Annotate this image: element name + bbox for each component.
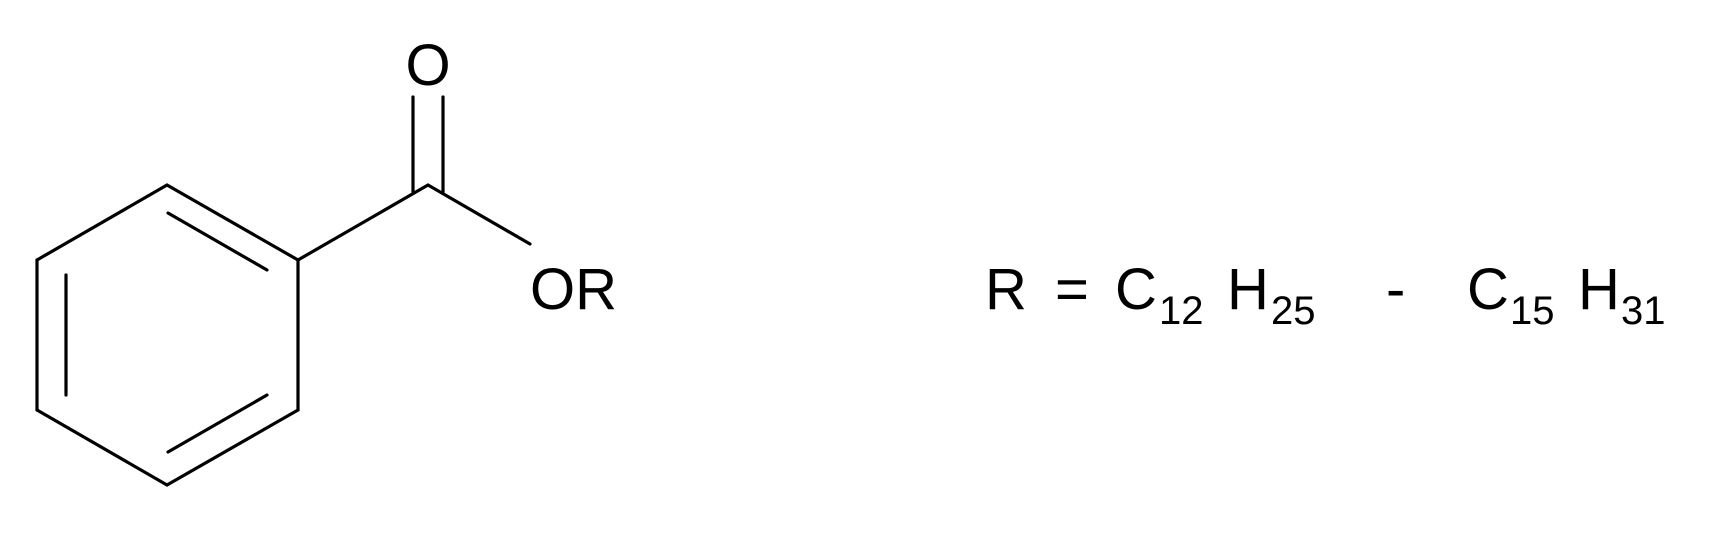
r-label: R [985, 257, 1027, 322]
ring-bond-top-left [35, 183, 169, 262]
second-formula-hydrogen-subscript: 31 [1621, 289, 1666, 333]
first-formula-carbon-subscript: 12 [1159, 289, 1204, 333]
second-formula-carbon: C [1467, 257, 1509, 322]
carbonyl-oxygen-label: O [405, 33, 450, 98]
second-formula-carbon-subscript: 15 [1510, 289, 1555, 333]
ring-bond-bottom-right [165, 408, 300, 487]
benzene-ring [35, 183, 300, 487]
ester-group: O OR [296, 33, 617, 322]
first-formula-hydrogen-subscript: 25 [1271, 289, 1316, 333]
first-formula-hydrogen: H [1227, 257, 1269, 322]
ester-group-label: OR [530, 257, 617, 322]
equals-sign: = [1055, 257, 1089, 322]
ring-inner-double-bond-lower [166, 393, 269, 454]
ring-bond-top-right [165, 183, 300, 262]
first-formula-carbon: C [1115, 257, 1157, 322]
second-formula-hydrogen: H [1578, 257, 1620, 322]
ring-inner-double-bond-upper [166, 211, 269, 272]
carbonyl-to-ester-oxygen-bond [426, 183, 532, 246]
ring-to-carbonyl-bond [296, 183, 430, 262]
ring-bond-bottom-left [35, 408, 169, 487]
alkyl-range-formula: R = C 12 H 25 - C 15 H 31 [985, 257, 1666, 333]
range-separator: - [1386, 257, 1405, 322]
